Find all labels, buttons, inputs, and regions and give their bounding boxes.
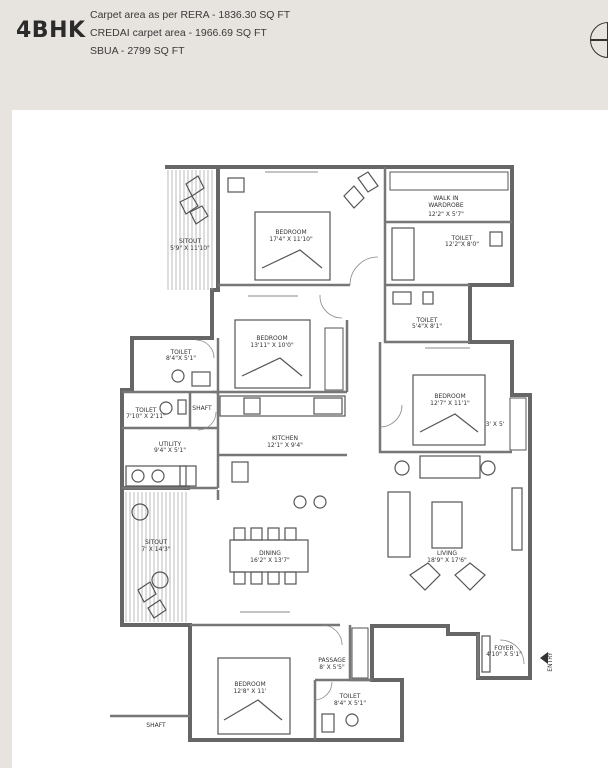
room-bedroom1-dim: 17'4" X 11'10" (269, 236, 313, 243)
room-walkin-dim: 12'2" X 5'7" (428, 211, 464, 218)
area-credai: CREDAI carpet area - 1966.69 SQ FT (90, 27, 267, 39)
kitchen-furniture (125, 395, 346, 487)
room-toilet3-dim: 8'4"X 5'1" (166, 355, 196, 362)
room-dining-dim: 16'2" X 13'7" (250, 557, 290, 564)
room-bedroom2-name: BEDROOM (256, 335, 287, 342)
room-toilet3-name: TOILET (170, 349, 192, 356)
room-bedroom4-name: BEDROOM (234, 681, 265, 688)
entry-arrow-icon (540, 652, 548, 664)
room-toilet4-dim: 7'10" X 2'11" (126, 413, 166, 420)
room-bedroom3-name: BEDROOM (434, 393, 465, 400)
room-kitchen-name: KITCHEN (272, 435, 298, 442)
room-bedroom4-dim: 12'8" X 11' (233, 688, 266, 695)
unit-type-title: 4BHK (16, 18, 86, 43)
room-toilet2-name: TOILET (416, 317, 438, 324)
room-utility-name: UTILITY (159, 441, 182, 448)
windows (240, 171, 470, 613)
beds (217, 211, 486, 735)
entry-label: ENTRY (547, 652, 554, 672)
room-toilet1-dim: 12'2"X 8'0" (445, 241, 479, 248)
sitout-chairs (131, 175, 209, 619)
room-foyer-dim: 4'10" X 5'1" (486, 651, 522, 658)
room-passage-dim: 8' X 5'5" (319, 664, 345, 671)
sitout1-hatch (167, 170, 213, 290)
room-bedroom2-dim: 13'11" X 10'0" (250, 342, 294, 349)
room-sitout2-dim: 7' X 14'3" (141, 546, 170, 553)
floor-plan-sheet (12, 110, 608, 768)
room-toilet4-name: TOILET (135, 407, 157, 414)
outer-walls (120, 165, 532, 742)
room-bedroom1-name: BEDROOM (275, 229, 306, 236)
room-kitchen-dim: 12'1" X 9'4" (267, 442, 303, 449)
living-furniture (387, 455, 523, 591)
room-shaft1-name: SHAFT (192, 405, 212, 412)
room-toilet5-dim: 8'4" X 5'1" (334, 700, 366, 707)
toilet-fixtures (159, 227, 503, 733)
room-passage-name: PASSAGE (318, 657, 346, 664)
room-living-dim: 18'9" X 17'6" (427, 557, 467, 564)
room-utility-dim: 9'4" X 5'1" (154, 447, 186, 454)
room-bedroom3-dim: 12'7" X 11'1" (430, 400, 470, 407)
area-sbua: SBUA - 2799 SQ FT (90, 45, 185, 57)
sitout2-hatch (125, 492, 187, 622)
room-shaft2-name: SHAFT (146, 722, 166, 729)
room-toilet2-dim: 5'4"X 8'1" (412, 323, 442, 330)
room-toilet5-name: TOILET (339, 693, 361, 700)
area-rera: Carpet area as per RERA - 1836.30 SQ FT (90, 9, 291, 21)
bedroom1-chairs (227, 171, 379, 209)
room-dining-name: DINING (259, 550, 281, 557)
area-details: Carpet area as per RERA - 1836.30 SQ FT … (90, 6, 290, 60)
interior-walls (110, 167, 512, 740)
wardrobes (324, 171, 527, 679)
room-sitout1-dim: 5'9" X 11'10" (170, 245, 210, 252)
room-toilet1-name: TOILET (451, 235, 473, 242)
door-arcs (195, 256, 525, 701)
room-wardrobe3-name: 3' X 5' (486, 421, 505, 428)
room-living-name: LIVING (437, 550, 457, 557)
room-sitout1-name: SITOUT (179, 238, 201, 245)
dining-furniture (229, 495, 327, 585)
room-sitout2-name: SITOUT (145, 539, 167, 546)
room-foyer-name: FOYER (494, 645, 513, 652)
foyer-furniture (481, 635, 491, 673)
